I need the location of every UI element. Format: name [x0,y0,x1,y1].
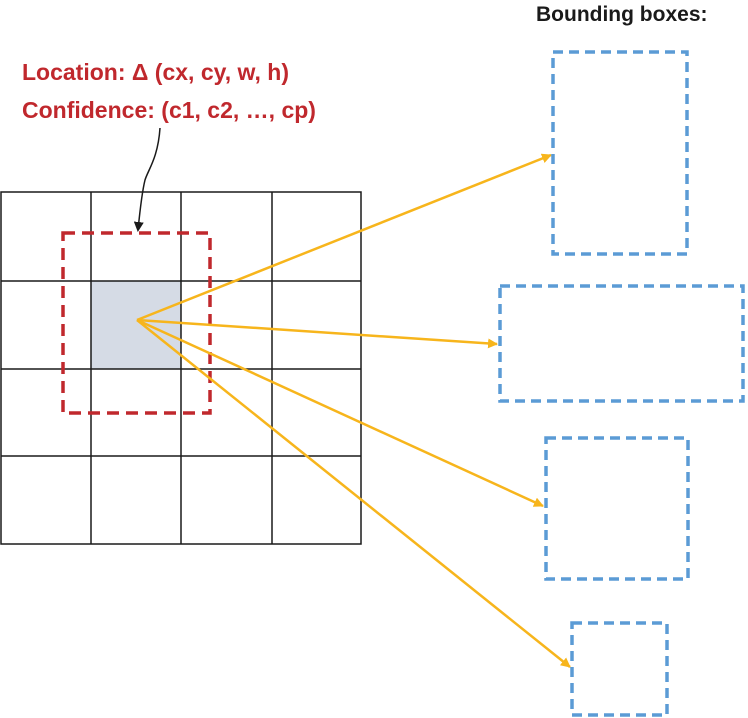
arrow-to-box-4 [136,319,571,668]
bounding-box-small [570,621,669,717]
arrow-to-box-3 [136,318,544,508]
bounding-boxes [498,50,745,717]
highlighted-cell [91,281,181,369]
confidence-label: Confidence: (c1, c2, …, cp) [22,97,316,123]
bounding-box-tall [551,50,689,256]
location-label: Location: Δ (cx, cy, w, h) [22,59,289,85]
prediction-arrows [136,153,571,668]
arrow-to-box-1 [136,153,552,322]
bounding-box-square [544,436,690,581]
label-pointer-arrow [133,127,161,232]
default-box-dashed [61,231,212,415]
bounding-boxes-title: Bounding boxes: [536,3,708,26]
arrow-to-box-2 [136,318,498,349]
bounding-box-wide [498,284,745,403]
feature-map-grid [0,191,362,545]
